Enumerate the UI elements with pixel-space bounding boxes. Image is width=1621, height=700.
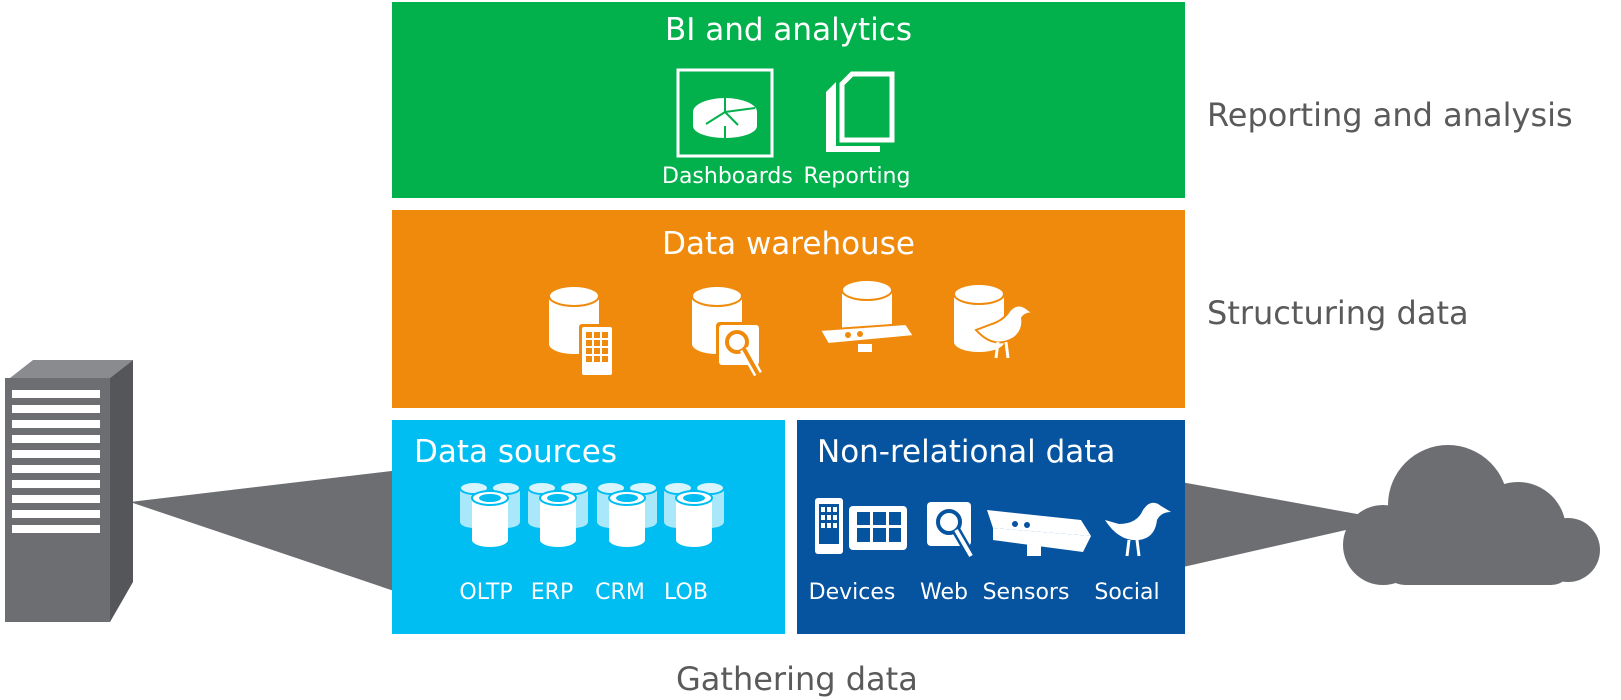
server-icon xyxy=(5,360,133,622)
non-relational-panel: Non-relational data Devices Web Sensors xyxy=(797,420,1185,634)
database-icon-lob xyxy=(663,481,725,547)
bi-analytics-title: BI and analytics xyxy=(664,12,912,48)
non-relational-title: Non-relational data xyxy=(817,434,1116,470)
web-label: Web xyxy=(920,580,968,605)
gathering-data-label: Gathering data xyxy=(676,660,918,698)
database-icon-erp xyxy=(527,481,589,547)
database-bird-icon xyxy=(953,283,1035,359)
erp-label: ERP xyxy=(530,580,574,605)
database-device-icon xyxy=(548,285,615,378)
bird-icon xyxy=(1105,502,1171,557)
pie-chart-icon xyxy=(676,68,774,158)
dashboards-label: Dashboards xyxy=(662,164,793,189)
crm-label: CRM xyxy=(595,580,645,605)
bi-analytics-panel: BI and analytics Dashboards Reporting xyxy=(392,2,1185,198)
data-warehouse-panel: Data warehouse xyxy=(392,210,1185,408)
web-search-icon xyxy=(927,502,975,559)
data-sources-panel: Data sources OLTP ERP CRM LOB xyxy=(392,420,785,634)
sensors-label: Sensors xyxy=(982,580,1070,605)
devices-label: Devices xyxy=(808,580,896,605)
reporting-label: Reporting xyxy=(803,164,911,189)
document-stack-icon xyxy=(826,71,895,152)
database-sensor-icon xyxy=(818,279,916,352)
data-warehouse-title: Data warehouse xyxy=(662,226,915,262)
database-search-icon xyxy=(691,285,762,377)
reporting-analysis-label: Reporting and analysis xyxy=(1207,96,1573,134)
data-sources-title: Data sources xyxy=(414,434,617,470)
structuring-data-label: Structuring data xyxy=(1207,294,1469,332)
oltp-label: OLTP xyxy=(459,580,513,605)
lob-label: LOB xyxy=(664,580,708,605)
devices-icon xyxy=(815,498,907,554)
left-connector xyxy=(130,470,400,593)
cloud-icon xyxy=(1343,445,1600,585)
database-icon-crm xyxy=(596,481,658,547)
database-icon-oltp xyxy=(459,481,521,547)
social-label: Social xyxy=(1094,580,1160,605)
sensor-bar-icon xyxy=(987,510,1091,556)
right-connector xyxy=(1170,480,1390,570)
